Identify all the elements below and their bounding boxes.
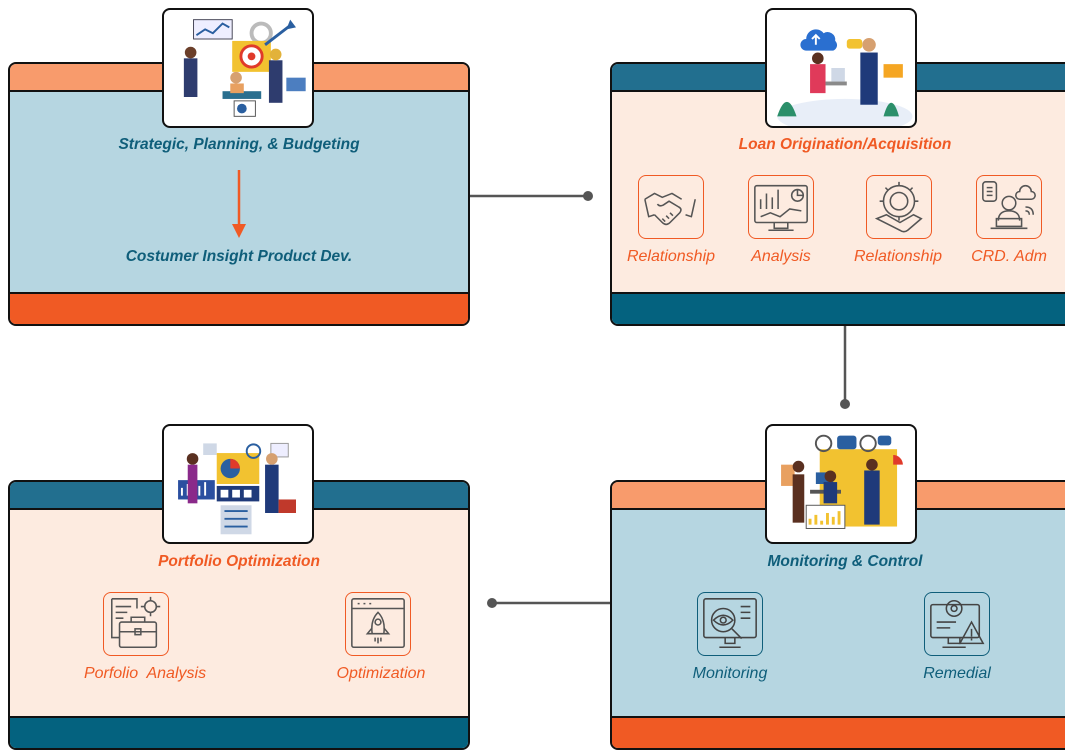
strategic-title: Strategic, Planning, & Budgeting bbox=[118, 136, 360, 153]
loan-origination-illustration bbox=[765, 8, 917, 128]
gear-handshake-icon bbox=[866, 175, 932, 239]
strategic-planning-illustration bbox=[162, 8, 314, 128]
connector-loan-to-monitoring bbox=[840, 326, 850, 409]
portfolio-title: Portfolio Optimization bbox=[158, 553, 320, 570]
monitoring-item-label: Remedial bbox=[923, 665, 991, 682]
portfolio-optimization-illustration bbox=[162, 424, 314, 544]
monitoring-control-illustration bbox=[765, 424, 917, 544]
card-bottom-band bbox=[10, 716, 468, 748]
connector-strategic-to-loan bbox=[470, 191, 593, 201]
card-bottom-band bbox=[612, 292, 1065, 324]
portfolio-item-label: Porfolio Analysis bbox=[83, 665, 207, 682]
briefcase-document-icon bbox=[103, 592, 169, 656]
handshake-icon bbox=[638, 175, 704, 239]
monitoring-title: Monitoring & Control bbox=[767, 553, 923, 570]
loan-item-label: Relationship bbox=[853, 248, 943, 265]
eye-monitor-icon bbox=[697, 592, 763, 656]
card-bottom-band bbox=[10, 292, 468, 324]
card-bottom-band bbox=[612, 716, 1065, 748]
portfolio-item-label: Optimization bbox=[336, 665, 426, 682]
loan-item-label: Relationship bbox=[626, 248, 716, 265]
down-arrow-icon bbox=[232, 170, 246, 238]
monitoring-item-label: Monitoring bbox=[692, 665, 768, 682]
loan-item-label: Analysis bbox=[751, 248, 811, 265]
loan-item-label: CRD. Adm bbox=[971, 248, 1047, 265]
analytics-monitor-icon bbox=[748, 175, 814, 239]
rocket-window-icon bbox=[345, 592, 411, 656]
loan-title: Loan Origination/Acquisition bbox=[738, 136, 952, 153]
warning-gear-monitor-icon bbox=[924, 592, 990, 656]
strategic-subtitle: Costumer Insight Product Dev. bbox=[125, 248, 353, 265]
admin-laptop-icon bbox=[976, 175, 1042, 239]
connector-monitoring-to-portfolio bbox=[487, 598, 612, 608]
